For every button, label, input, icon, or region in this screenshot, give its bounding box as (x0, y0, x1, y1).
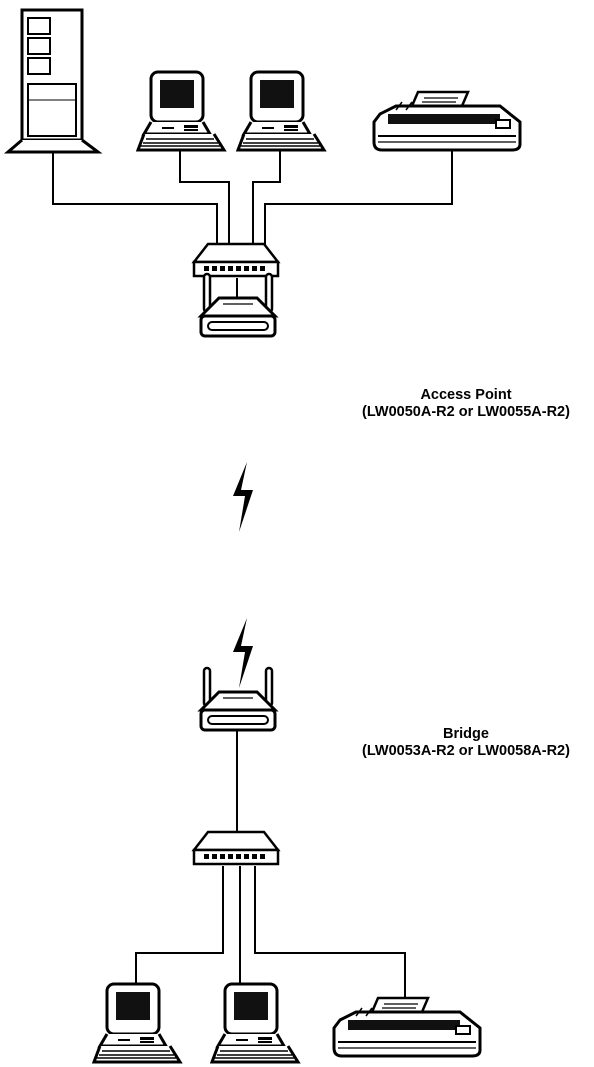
bridge-models: (LW0053A-R2 or LW0058A-R2) (346, 743, 586, 760)
server-icon (8, 10, 98, 152)
wireless-link-icon (233, 462, 253, 532)
access-point-models: (LW0050A-R2 or LW0055A-R2) (346, 404, 586, 421)
pc-icon (212, 984, 298, 1062)
printer-icon (334, 998, 480, 1056)
access-point-label: Access Point (LW0050A-R2 or LW0055A-R2) (346, 387, 586, 421)
bridge-label: Bridge (LW0053A-R2 or LW0058A-R2) (346, 726, 586, 760)
pc-icon (94, 984, 180, 1062)
bridge-title: Bridge (346, 726, 586, 743)
access-point-title: Access Point (346, 387, 586, 404)
hub-icon (194, 244, 278, 276)
printer-icon (374, 92, 520, 150)
network-cable (136, 730, 405, 1004)
pc-icon (138, 72, 224, 150)
bridge-icon (201, 668, 275, 730)
hub-icon (194, 832, 278, 864)
pc-icon (238, 72, 324, 150)
wireless-link-icon (233, 618, 253, 688)
